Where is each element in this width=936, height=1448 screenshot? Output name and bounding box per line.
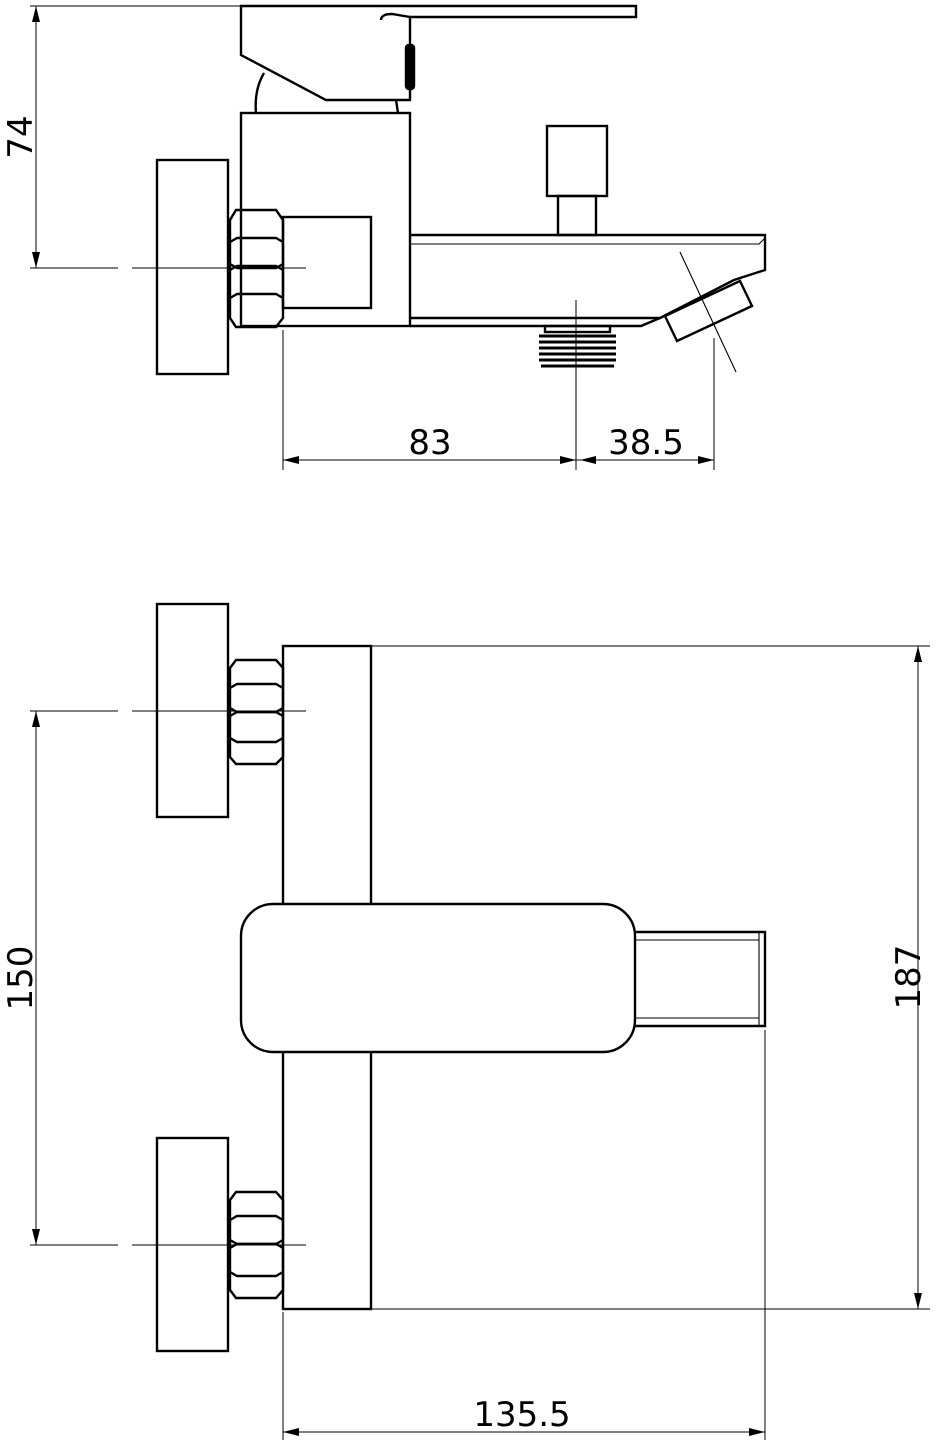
dim-135-5-label: 135.5 (473, 1395, 570, 1435)
dim-150: 150 (1, 711, 41, 1245)
front-hex-nut-top (228, 658, 285, 766)
front-spout (635, 930, 767, 1028)
dim-74: 74 (1, 6, 41, 268)
dim-187: 187 (889, 646, 929, 1309)
side-handle (239, 4, 638, 114)
side-view: 74 83 38.5 (1, 4, 767, 470)
dim-38-5: 38.5 (576, 423, 714, 464)
side-wall-flange (155, 158, 230, 376)
dim-74-label: 74 (1, 115, 41, 158)
side-body (239, 111, 412, 328)
front-handle-plate (239, 902, 637, 1054)
dim-38-5-label: 38.5 (608, 423, 684, 463)
front-view: 150 187 135.5 (1, 602, 930, 1440)
side-spout (410, 233, 767, 373)
dim-83-label: 83 (408, 423, 451, 463)
dim-187-label: 187 (889, 945, 929, 1010)
dim-150-label: 150 (1, 946, 41, 1011)
dim-83: 83 (283, 423, 576, 464)
side-diverter-knob (545, 124, 609, 237)
front-hex-nut-bottom (228, 1190, 285, 1300)
side-thread (539, 324, 616, 368)
side-connector (281, 215, 373, 310)
dim-135-5: 135.5 (283, 1395, 765, 1436)
